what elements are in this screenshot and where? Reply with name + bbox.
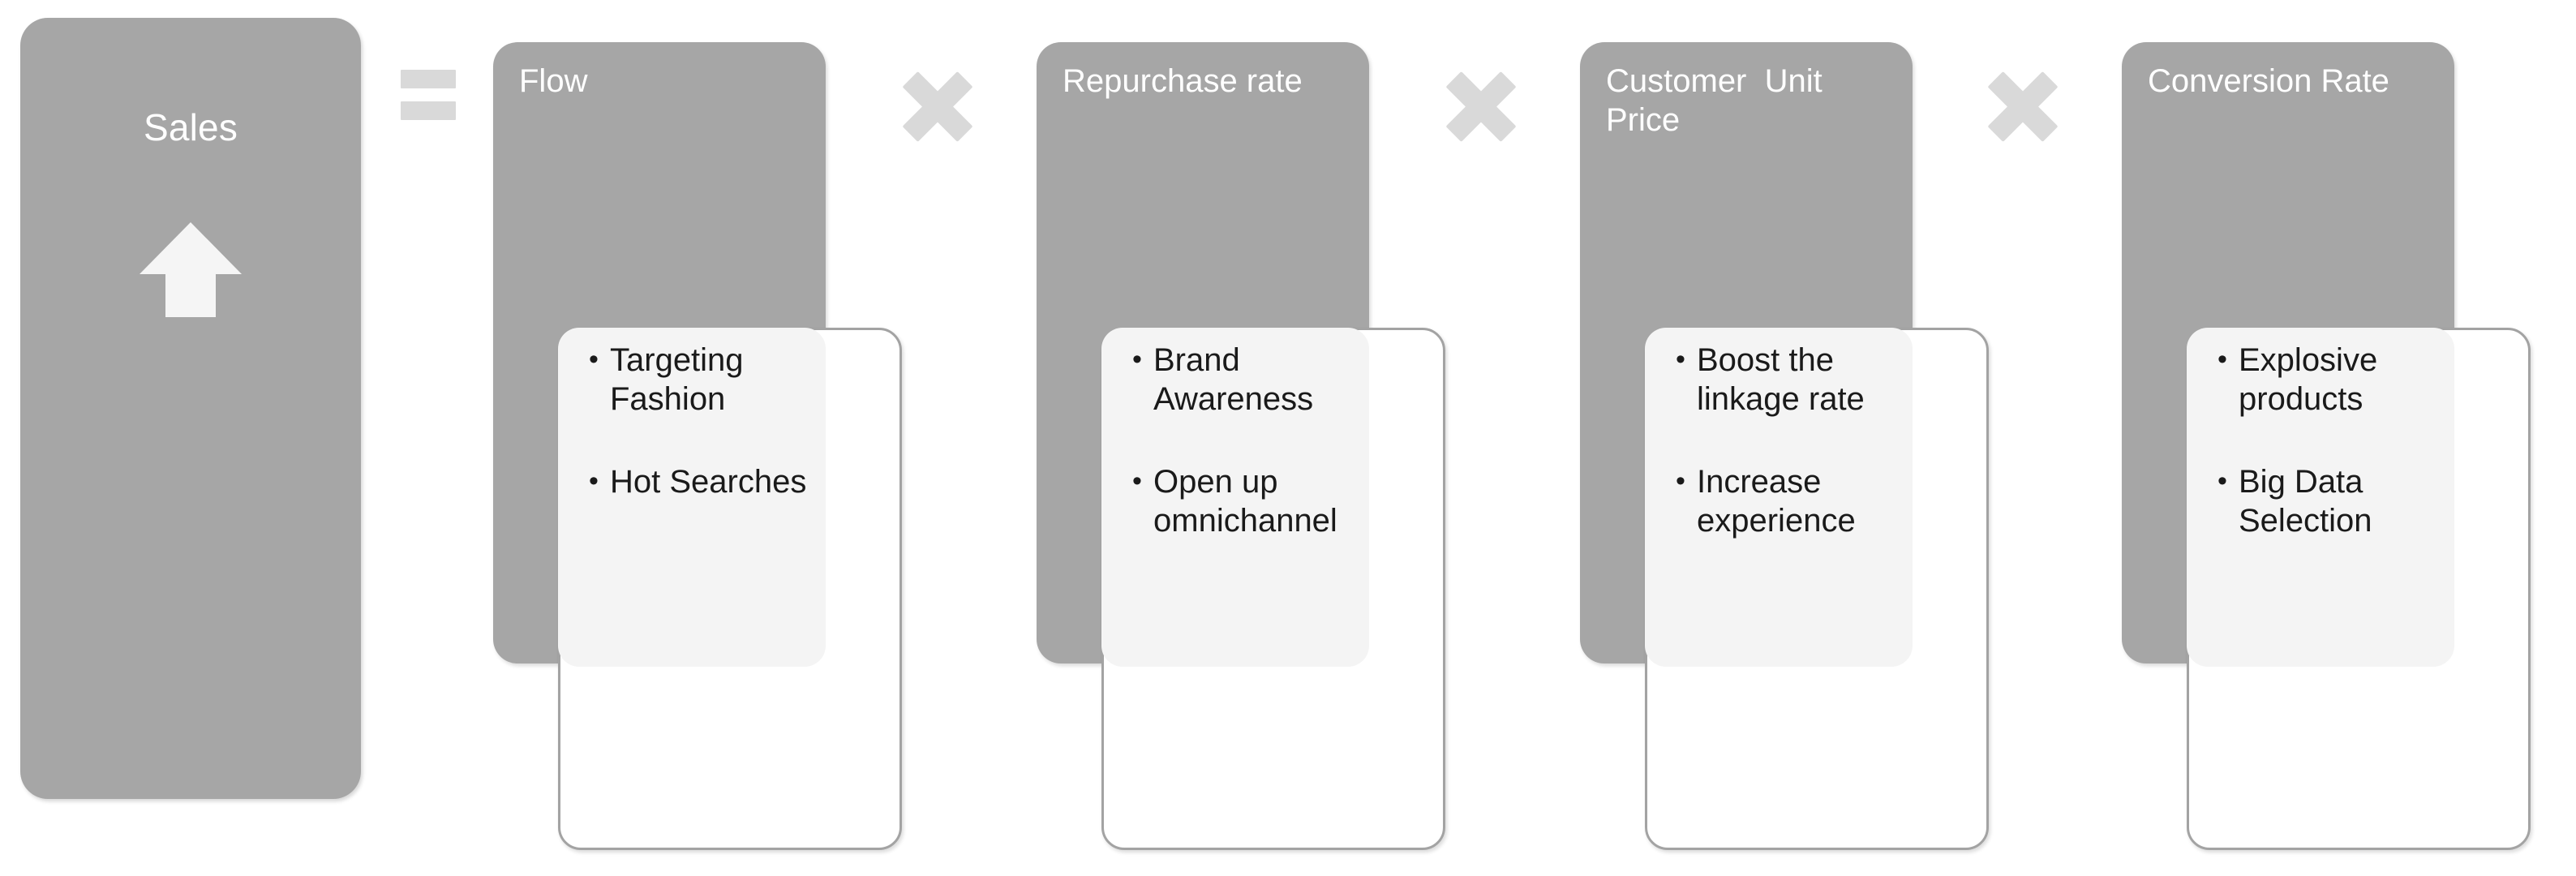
multiply-operator-icon-2 [1444, 69, 1518, 144]
metric-title: Customer Unit Price [1606, 63, 1831, 138]
sales-result-card[interactable]: Sales [20, 18, 361, 799]
multiply-operator-icon-3 [1986, 69, 2060, 144]
list-item: Increase experience [1676, 462, 1908, 540]
list-item: Brand Awareness [1132, 340, 1364, 419]
list-item: Targeting Fashion [589, 340, 821, 419]
metric-textbox: Brand Awareness Open up omnichannel [1101, 328, 1369, 667]
bullet-list: Brand Awareness Open up omnichannel [1132, 340, 1364, 540]
equals-operator-icon [401, 70, 456, 120]
list-item: Boost the linkage rate [1676, 340, 1908, 419]
bullet-list: Targeting Fashion Hot Searches [589, 340, 821, 501]
metric-title: Conversion Rate [2148, 63, 2389, 99]
metric-title: Repurchase rate [1063, 63, 1303, 99]
bullet-list: Boost the linkage rate Increase experien… [1676, 340, 1908, 540]
metric-textbox: Explosive products Big Data Selection [2187, 328, 2454, 667]
up-arrow-icon [140, 222, 242, 317]
list-item: Hot Searches [589, 462, 821, 501]
list-item: Big Data Selection [2218, 462, 2449, 540]
list-item: Explosive products [2218, 340, 2449, 419]
equals-bar-bottom [401, 101, 456, 120]
metric-textbox: Targeting Fashion Hot Searches [558, 328, 826, 667]
bullet-list: Explosive products Big Data Selection [2218, 340, 2449, 540]
list-item: Open up omnichannel [1132, 462, 1364, 540]
sales-card-title: Sales [143, 106, 238, 148]
multiply-operator-icon-1 [900, 69, 975, 144]
metric-title: Flow [519, 63, 588, 99]
metric-textbox: Boost the linkage rate Increase experien… [1645, 328, 1913, 667]
equals-bar-top [401, 70, 456, 88]
